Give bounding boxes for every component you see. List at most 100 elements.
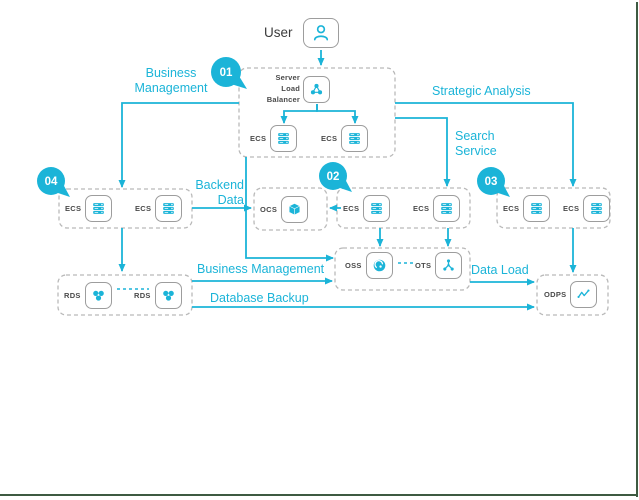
ecs-icon-box — [155, 195, 183, 222]
group-odps — [536, 274, 609, 316]
badge-02-number: 02 — [327, 171, 340, 183]
node-oss-label: OSS — [345, 261, 362, 270]
node-ecs-01a: ECS — [250, 125, 298, 152]
edge-search-service — [395, 117, 451, 187]
group-ocs — [253, 187, 328, 231]
ecs-icon-box — [433, 195, 461, 222]
label-backend-data: Backend Data — [182, 178, 244, 208]
node-ecs-03a: ECS — [503, 195, 551, 222]
label-strategic-analysis: Strategic Analysis — [432, 84, 531, 98]
database-cluster-icon — [162, 290, 174, 301]
node-ocs: OCS — [260, 196, 309, 223]
label-backend-data-line1: Backend — [195, 178, 244, 192]
node-oss: OSS — [345, 252, 393, 279]
frame-line-bottom — [0, 494, 638, 496]
label-business-management-bottom: Business Management — [197, 262, 325, 276]
node-ecs-02a: ECS — [343, 195, 391, 222]
server-stack-icon — [93, 203, 105, 214]
server-stack-icon — [441, 203, 453, 214]
node-ocs-label: OCS — [260, 205, 278, 214]
label-search-service-line1: Search — [455, 129, 495, 143]
node-rds-a: RDS — [64, 282, 112, 309]
server-stack-icon — [531, 203, 543, 214]
group-rds — [57, 274, 193, 316]
frame-line-right — [636, 2, 638, 497]
analytics-pulse-icon — [577, 289, 590, 299]
ecs-icon-box — [270, 125, 298, 152]
server-stack-icon — [278, 133, 290, 144]
ecs-icon-box — [85, 195, 113, 222]
slb-label-line2: Load — [281, 84, 300, 93]
node-ecs-01b: ECS — [321, 125, 369, 152]
group-02-ecs — [336, 187, 471, 229]
oss-icon-box — [365, 252, 393, 279]
edge-strategic-analysis — [395, 102, 577, 187]
user-label: User — [264, 25, 293, 40]
odps-icon-box — [570, 281, 598, 308]
badge-02: 02 — [319, 162, 352, 192]
slb-node — [303, 76, 330, 103]
group-01-web-tier — [238, 67, 396, 158]
label-business-management-top-line2: Management — [134, 81, 208, 95]
label-backend-data-line2: Data — [217, 193, 244, 207]
load-balancer-icon — [310, 83, 323, 95]
node-ots: OTS — [415, 252, 463, 279]
label-data-load: Data Load — [471, 263, 529, 277]
ecs-icon-box — [363, 195, 391, 222]
ecs-icon-box — [523, 195, 551, 222]
label-business-management-top: Business Management — [112, 66, 230, 96]
node-ecs-02a-label: ECS — [343, 204, 360, 213]
server-stack-icon — [349, 133, 361, 144]
database-cluster-icon — [92, 290, 104, 301]
ecs-icon-box — [341, 125, 369, 152]
node-rds-b-label: RDS — [134, 291, 151, 300]
node-ecs-02b: ECS — [413, 195, 461, 222]
ecs-icon-box — [583, 195, 611, 222]
ocs-icon-box — [281, 196, 309, 223]
ots-icon-box — [435, 252, 463, 279]
rds-icon-box — [154, 282, 182, 309]
cache-box-icon — [288, 203, 301, 216]
server-stack-icon — [371, 203, 383, 214]
badge-04: 04 — [37, 167, 70, 197]
edge-web-tier-to-oss — [245, 157, 334, 262]
label-business-management-top-line1: Business — [145, 66, 197, 80]
badge-01-number: 01 — [220, 67, 233, 79]
user-icon — [313, 25, 329, 41]
node-ecs-03a-label: ECS — [503, 204, 520, 213]
edge-slb-to-ecs-b — [316, 104, 359, 124]
slb-label-line3: Balancer — [266, 95, 300, 104]
node-ecs-01a-label: ECS — [250, 134, 267, 143]
node-odps: ODPS — [544, 281, 598, 308]
node-ecs-04a-label: ECS — [65, 204, 82, 213]
node-ecs-04a: ECS — [65, 195, 113, 222]
node-rds-b: RDS — [134, 282, 182, 309]
server-stack-icon — [591, 203, 603, 214]
node-ecs-04b-label: ECS — [135, 204, 152, 213]
node-odps-label: ODPS — [544, 290, 567, 299]
label-search-service: Search Service — [455, 129, 497, 159]
node-ecs-03b-label: ECS — [563, 204, 580, 213]
node-ecs-01b-label: ECS — [321, 134, 338, 143]
node-ecs-04b: ECS — [135, 195, 183, 222]
node-ots-label: OTS — [415, 261, 432, 270]
rds-icon-box — [84, 282, 112, 309]
node-ecs-03b: ECS — [563, 195, 611, 222]
group-oss-ots — [334, 247, 471, 291]
badge-03-number: 03 — [485, 176, 498, 188]
storage-cloud-icon — [373, 259, 386, 272]
label-database-backup: Database Backup — [210, 291, 309, 305]
slb-label: Server Load Balancer — [252, 72, 300, 105]
user-node — [303, 18, 339, 48]
server-stack-icon — [163, 203, 175, 214]
badge-01: 01 — [211, 57, 247, 89]
node-ecs-02b-label: ECS — [413, 204, 430, 213]
badge-04-number: 04 — [45, 176, 58, 188]
label-search-service-line2: Service — [455, 144, 497, 158]
edge-slb-to-ecs-a — [280, 104, 318, 124]
node-rds-a-label: RDS — [64, 291, 81, 300]
badge-03: 03 — [477, 167, 510, 197]
slb-label-line1: Server — [275, 73, 300, 82]
